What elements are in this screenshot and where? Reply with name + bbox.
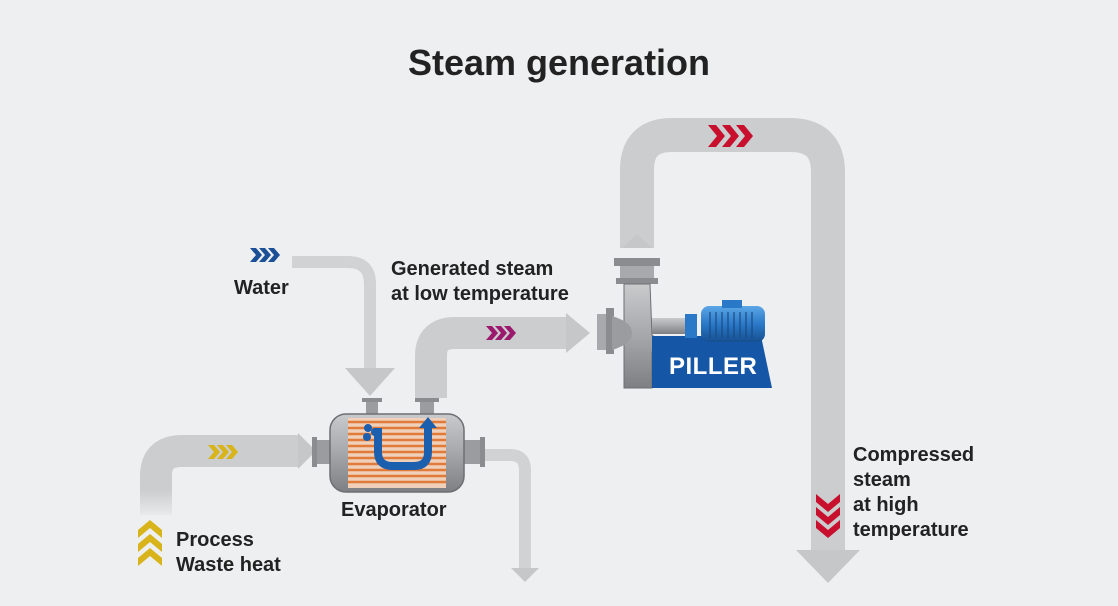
water-chevrons: [250, 248, 280, 262]
waste-heat-pipe: [140, 435, 300, 515]
piller-brand-logo: PILLER: [669, 353, 758, 380]
water-label: Water: [234, 277, 289, 299]
high-temp-steam-chevrons-down: [816, 494, 840, 538]
evaporator-label: Evaporator: [341, 499, 447, 521]
compressed-steam-label: Compressed steam at high temperature: [853, 444, 975, 541]
diagram-title: Steam generation: [407, 42, 711, 83]
high-temp-steam-arrowhead: [796, 550, 860, 583]
waste-heat-chevrons-up: [138, 520, 162, 566]
drain-arrowhead: [511, 568, 539, 582]
arrowheads: [298, 234, 860, 583]
process-waste-heat-label: Process Waste heat: [176, 529, 281, 576]
high-temp-steam-chevrons-top: [708, 125, 753, 147]
compressor-outlet-arrowhead: [622, 234, 652, 248]
water-arrowhead: [345, 368, 395, 396]
electric-motor-icon: [701, 300, 765, 342]
water-pipe: [292, 256, 376, 368]
drain-pipe: [481, 449, 531, 570]
waste-heat-arrowhead: [298, 433, 316, 469]
evaporator-icon: [312, 398, 485, 493]
low-temp-steam-chevrons: [486, 326, 516, 340]
high-temp-steam-pipe: [620, 118, 845, 550]
low-temp-steam-arrowhead: [566, 313, 590, 353]
generated-steam-label: Generated steam at low temperature: [391, 258, 569, 305]
low-temp-steam-pipe: [415, 317, 568, 398]
pipes: [140, 118, 845, 570]
compressor-icon: [597, 258, 772, 389]
waste-heat-chevrons: [208, 445, 238, 459]
